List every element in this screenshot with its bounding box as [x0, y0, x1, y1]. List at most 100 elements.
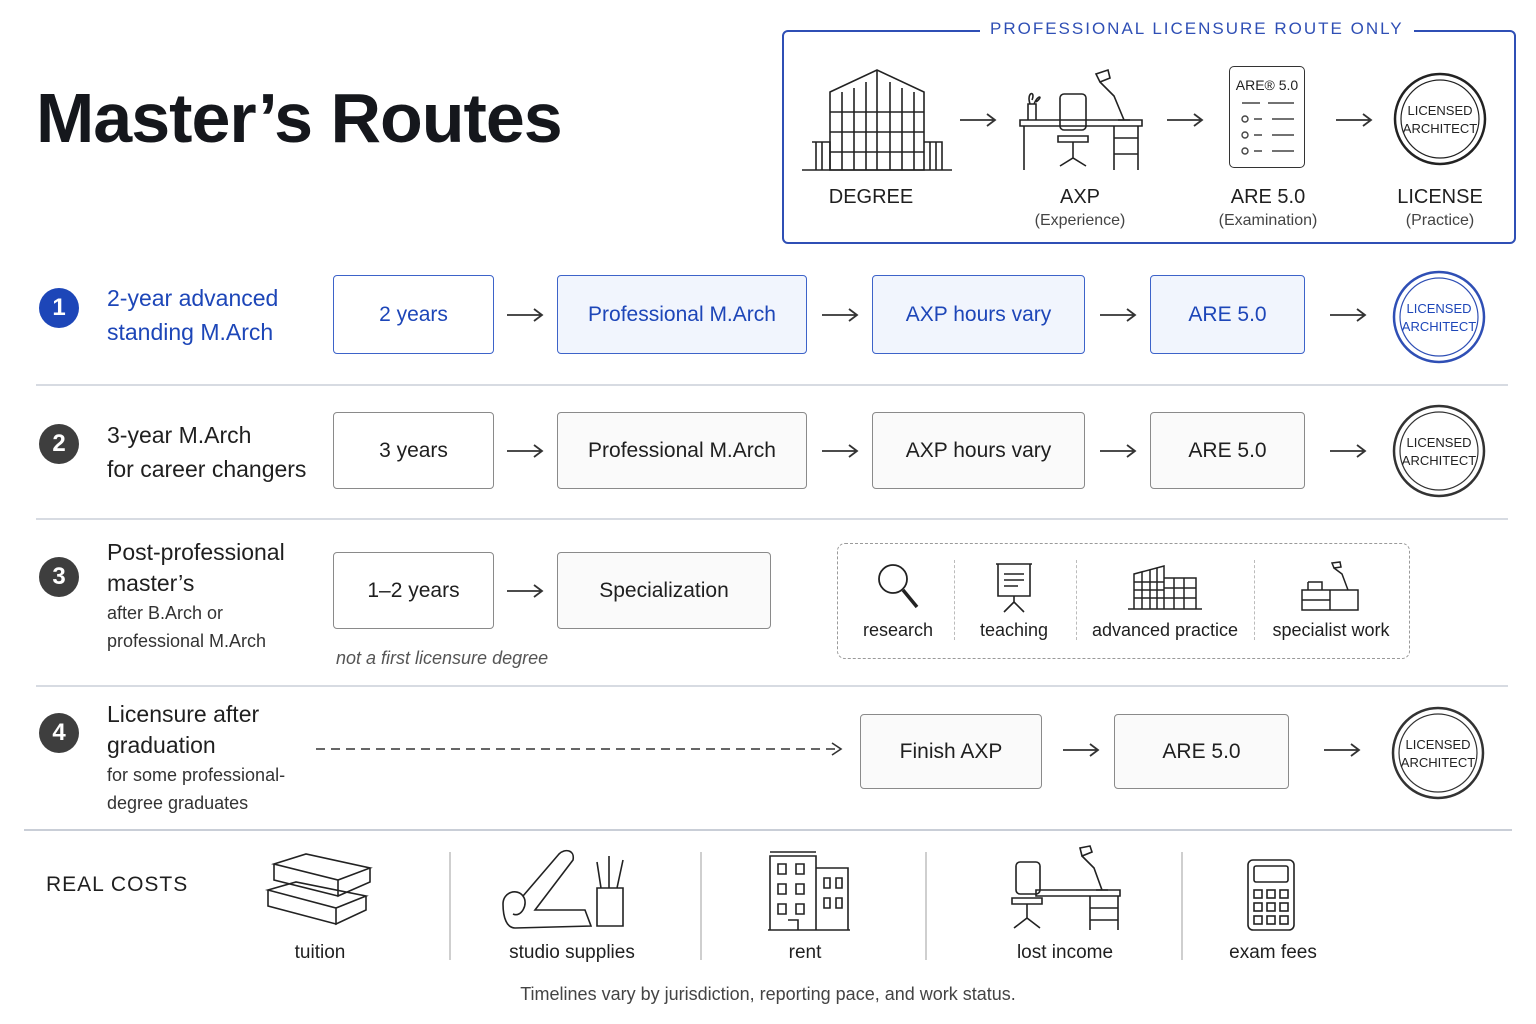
route-2-title-line-1: 3-year M.Arch	[107, 422, 252, 448]
route-number-4: 4	[39, 713, 79, 753]
route-1-are-box: ARE 5.0	[1150, 275, 1305, 354]
arrow-icon	[1063, 743, 1100, 757]
row-divider	[36, 384, 1508, 386]
route-3-note: not a first licensure degree	[336, 648, 549, 668]
arrow-icon	[1100, 308, 1137, 322]
route-3-title-line-2: master’s	[107, 570, 195, 596]
outcome-advanced-practice-label: advanced practice	[1091, 620, 1239, 640]
route-step-are-label: ARE 5.0	[1230, 186, 1306, 208]
route-step-license-label: LICENSE	[1397, 186, 1483, 208]
badge-line-2: ARCHITECT	[1402, 121, 1478, 136]
route-2-title: 3-year M.Arch for career changers	[107, 418, 306, 486]
route-3-sub-line-1: after B.Arch or	[107, 603, 224, 623]
licensure-route-heading: PROFESSIONAL LICENSURE ROUTE ONLY	[980, 19, 1414, 39]
apartment-icon	[768, 851, 850, 931]
desk-chair-icon	[1011, 845, 1121, 930]
building-icon	[802, 69, 952, 171]
real-costs-heading: REAL COSTS	[46, 873, 189, 896]
office-building-icon	[1128, 565, 1202, 610]
arrow-icon	[822, 444, 859, 458]
arrow-icon	[507, 444, 544, 458]
route-4-title-line-2: graduation	[107, 732, 216, 758]
drawing-roll-icon	[502, 849, 624, 929]
route-4-sub-line-1: for some professional-	[107, 765, 286, 785]
licensed-architect-badge: LICENSED ARCHITECT	[1392, 262, 1486, 372]
route-step-axp-sub: (Experience)	[1034, 212, 1126, 229]
route-2-axp-box: AXP hours vary	[872, 412, 1085, 489]
route-number-1: 1	[39, 288, 79, 328]
arrow-icon	[1330, 308, 1367, 322]
presentation-board-icon	[996, 563, 1032, 613]
outcome-research-label: research	[862, 620, 934, 640]
outcome-specialist-work-label: specialist work	[1272, 620, 1390, 640]
row-divider	[36, 518, 1508, 520]
licensed-architect-badge: LICENSED ARCHITECT	[1392, 396, 1486, 506]
section-divider	[24, 829, 1512, 831]
cost-studio-supplies-label: studio supplies	[509, 942, 635, 963]
outcome-divider	[1076, 560, 1077, 640]
desk-icon	[1019, 68, 1143, 170]
cost-divider	[925, 852, 927, 960]
badge-line-2: ARCHITECT	[1401, 453, 1477, 468]
cost-rent-label: rent	[788, 942, 822, 963]
route-1-duration-box: 2 years	[333, 275, 494, 354]
arrow-icon	[507, 584, 544, 598]
cost-divider	[1181, 852, 1183, 960]
badge-line-1: LICENSED	[1405, 737, 1471, 752]
arrow-icon	[507, 308, 544, 322]
outcome-divider	[954, 560, 955, 640]
route-2-are-box: ARE 5.0	[1150, 412, 1305, 489]
route-1-title: 2-year advanced standing M.Arch	[107, 281, 278, 349]
arrow-icon	[960, 113, 997, 127]
route-1-axp-box: AXP hours vary	[872, 275, 1085, 354]
arrow-icon	[822, 308, 859, 322]
dashed-arrow-icon	[316, 742, 843, 756]
route-4-title: Licensure after graduation for some prof…	[107, 699, 285, 817]
route-3-specialization-box: Specialization	[557, 552, 771, 629]
exam-sheet-title: ARE® 5.0	[1235, 77, 1299, 93]
workstation-icon	[1301, 561, 1359, 611]
route-2-title-line-2: for career changers	[107, 456, 307, 482]
badge-line-2: ARCHITECT	[1400, 755, 1476, 770]
route-step-license-sub: (Practice)	[1405, 212, 1475, 229]
route-3-title-line-1: Post-professional	[107, 539, 285, 565]
route-4-finish-axp-box: Finish AXP	[860, 714, 1042, 789]
badge-line-1: LICENSED	[1407, 103, 1473, 118]
license-seal-icon: LICENSED ARCHITECT	[1393, 64, 1487, 174]
badge-line-1: LICENSED	[1406, 435, 1472, 450]
arrow-icon	[1167, 113, 1204, 127]
badge-line-1: LICENSED	[1406, 301, 1472, 316]
route-3-title: Post-professional master’s after B.Arch …	[107, 537, 285, 655]
cost-lost-income-label: lost income	[1016, 942, 1114, 963]
route-1-degree-box: Professional M.Arch	[557, 275, 807, 354]
cost-exam-fees-label: exam fees	[1229, 942, 1317, 963]
books-icon	[264, 853, 373, 926]
route-4-title-line-1: Licensure after	[107, 701, 260, 727]
cost-divider	[449, 852, 451, 960]
route-2-degree-box: Professional M.Arch	[557, 412, 807, 489]
badge-line-2: ARCHITECT	[1401, 319, 1477, 334]
cost-tuition-label: tuition	[294, 942, 346, 963]
footnote: Timelines vary by jurisdiction, reportin…	[520, 984, 1016, 1004]
outcome-divider	[1254, 560, 1255, 640]
magnifier-icon	[878, 564, 919, 609]
cost-divider	[700, 852, 702, 960]
row-divider	[36, 685, 1508, 687]
route-3-sub-line-2: professional M.Arch	[107, 631, 267, 651]
route-step-axp-label: AXP	[1059, 186, 1101, 208]
route-1-title-line-1: 2-year advanced	[107, 285, 279, 311]
route-2-duration-box: 3 years	[333, 412, 494, 489]
career-outcomes-box	[837, 543, 1410, 659]
route-number-3: 3	[39, 557, 79, 597]
arrow-icon	[1100, 444, 1137, 458]
route-step-degree-label: DEGREE	[828, 186, 914, 208]
route-step-are-sub: (Examination)	[1218, 212, 1318, 229]
outcome-teaching-label: teaching	[979, 620, 1049, 640]
arrow-icon	[1330, 444, 1367, 458]
licensed-architect-badge: LICENSED ARCHITECT	[1391, 698, 1485, 808]
calculator-icon	[1247, 859, 1295, 931]
route-4-are-box: ARE 5.0	[1114, 714, 1289, 789]
route-1-title-line-2: standing M.Arch	[107, 319, 274, 345]
exam-sheet-icon: ARE® 5.0	[1229, 66, 1305, 168]
arrow-icon	[1336, 113, 1373, 127]
